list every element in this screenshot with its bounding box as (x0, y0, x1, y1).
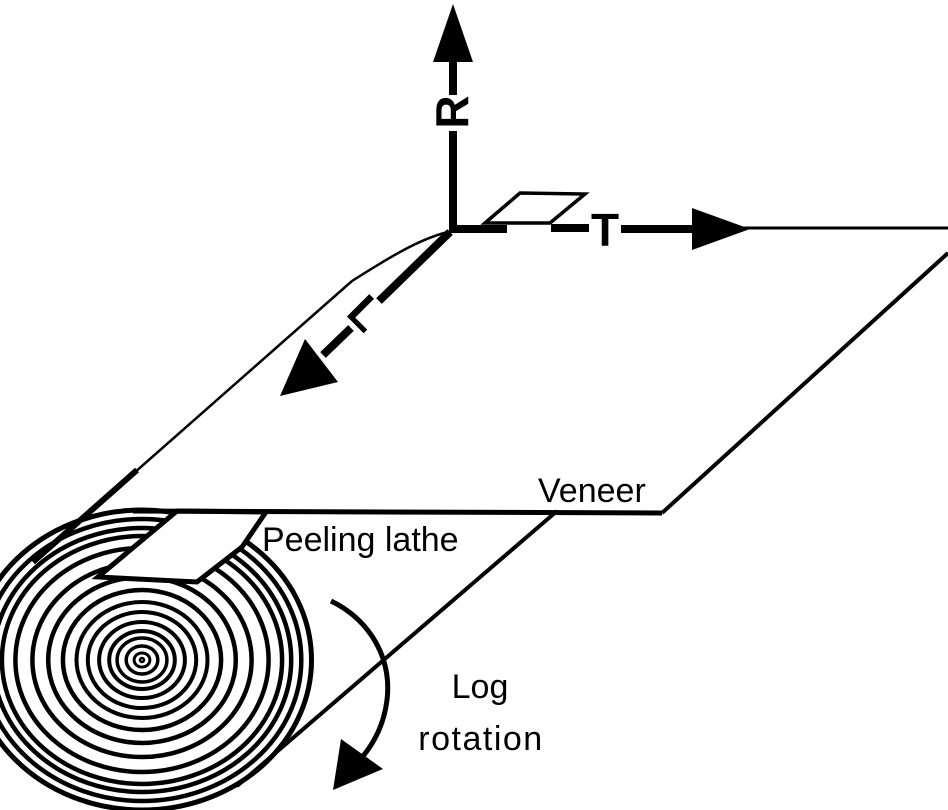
growth-ring (0, 533, 285, 787)
t-axis-label: T (591, 204, 619, 256)
growth-ring (74, 600, 210, 720)
rotation-arc (329, 598, 391, 765)
r-axis-arrowhead-icon (433, 4, 473, 62)
log-rotation-arrow (329, 598, 391, 790)
l-axis: L (280, 229, 453, 396)
veneer-label: Veneer (538, 472, 646, 510)
log-rotation-label-line2: rotation (418, 720, 543, 758)
growth-ring (0, 516, 304, 804)
pith-center (138, 656, 146, 664)
veneer-bottom-edge (132, 508, 663, 516)
r-axis-label: R (426, 95, 478, 128)
t-axis-arrowhead-icon (692, 208, 750, 250)
l-axis-line (376, 229, 453, 304)
growth-ring (132, 651, 152, 669)
growth-ring (107, 629, 177, 691)
growth-ring (0, 525, 294, 795)
t-axis: T (453, 204, 750, 256)
log-cylinder-top-silhouette-thick (31, 467, 139, 565)
log-cylinder-bottom-silhouette (235, 509, 559, 788)
growth-rings (0, 507, 314, 810)
sheet-element-parallelogram (480, 191, 590, 225)
r-axis: R (426, 4, 478, 233)
veneer-sheet (132, 226, 948, 516)
growth-ring (60, 587, 224, 733)
peeling-lathe-label: Peeling lathe (262, 521, 459, 559)
log-rotation-label: Log rotation (418, 668, 543, 758)
veneer-right-edge (660, 251, 948, 515)
rotation-arrowhead-icon (333, 739, 383, 790)
growth-ring (97, 620, 187, 700)
log-rotation-label-line1: Log (452, 668, 509, 706)
growth-ring (124, 644, 160, 676)
growth-ring (115, 636, 169, 684)
log-cross-section (0, 280, 559, 810)
l-axis-line (320, 325, 354, 358)
l-axis-arrowhead-icon (280, 339, 338, 396)
growth-ring (85, 610, 199, 710)
